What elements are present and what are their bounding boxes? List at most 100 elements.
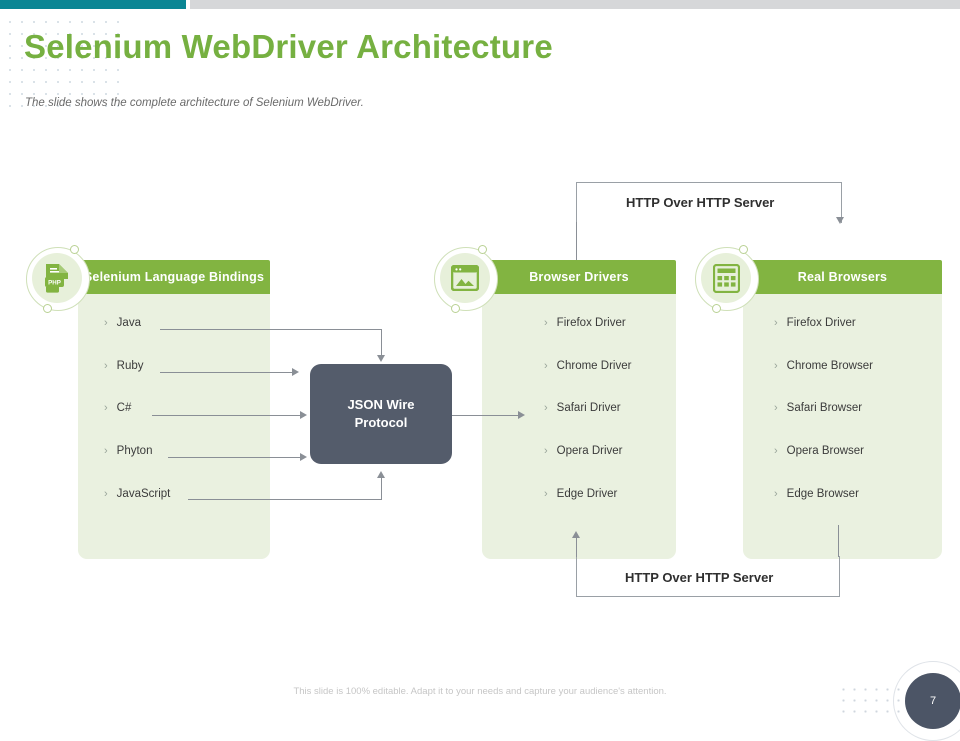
list-item[interactable]: › Opera Driver: [482, 430, 676, 473]
badge-nub: [712, 304, 721, 313]
http-bracket-top-arrow-icon: [836, 217, 844, 224]
chevron-right-icon: ›: [544, 317, 548, 330]
json-wire-protocol-line2: Protocol: [354, 415, 408, 430]
browser-window-icon: [451, 265, 479, 291]
chevron-right-icon: ›: [774, 445, 778, 458]
chevron-right-icon: ›: [104, 402, 108, 415]
connector-csharp-arrow-icon: [300, 410, 307, 419]
connector-csharp-horizontal: [152, 415, 301, 416]
json-wire-protocol-node[interactable]: JSON Wire Protocol: [310, 364, 452, 464]
chevron-right-icon: ›: [774, 402, 778, 415]
list-item-label: Safari Browser: [786, 402, 863, 415]
php-file-icon: PHP: [45, 264, 68, 293]
chevron-right-icon: ›: [104, 317, 108, 330]
http-bracket-bottom-arrow-icon: [572, 531, 580, 538]
card2-header: Browser Drivers: [482, 260, 676, 294]
card-browser-drivers: Browser Drivers › Firefox Driver › Chrom…: [482, 260, 676, 559]
chevron-right-icon: ›: [544, 402, 548, 415]
card-selenium-language-bindings: Selenium Language Bindings › Java › Ruby…: [78, 260, 270, 559]
http-bracket-bottom: [576, 556, 840, 597]
chevron-right-icon: ›: [544, 487, 548, 500]
badge-nub: [739, 245, 748, 254]
connector-phyton-horizontal: [168, 457, 301, 458]
chevron-right-icon: ›: [774, 317, 778, 330]
calculator-grid-icon: [712, 263, 740, 293]
chevron-right-icon: ›: [544, 445, 548, 458]
list-item-label: Phyton: [116, 445, 153, 458]
list-item[interactable]: › Edge Driver: [482, 472, 676, 515]
chevron-right-icon: ›: [774, 359, 778, 372]
list-item-label: Opera Driver: [556, 445, 623, 458]
list-item-label: Edge Driver: [556, 487, 618, 500]
connector-javascript-horizontal: [188, 499, 382, 500]
list-item-label: Edge Browser: [786, 487, 859, 500]
card1-icon-badge: PHP: [26, 245, 90, 313]
connector-ruby-horizontal: [160, 372, 293, 373]
card3-header-label: Real Browsers: [797, 270, 888, 284]
badge-disc: [440, 253, 490, 303]
card2-icon-badge: [434, 245, 498, 313]
list-item-label: Firefox Driver: [786, 317, 856, 330]
card2-body: › Firefox Driver › Chrome Driver › Safar…: [482, 294, 676, 559]
card1-header: Selenium Language Bindings: [78, 260, 270, 294]
chevron-right-icon: ›: [104, 445, 108, 458]
page-number-badge: 7: [905, 673, 960, 729]
list-item-label: Chrome Browser: [786, 359, 873, 372]
badge-disc: [701, 253, 751, 303]
chevron-right-icon: ›: [104, 487, 108, 500]
card3-icon-badge: [695, 245, 759, 313]
card1-header-label: Selenium Language Bindings: [83, 270, 265, 284]
card2-header-label: Browser Drivers: [529, 270, 629, 284]
http-label-bottom: HTTP Over HTTP Server: [617, 570, 782, 585]
connector-json-to-drivers: [452, 415, 522, 416]
card1-body: › Java › Ruby › C# › Phyton › JavaScript: [78, 294, 270, 559]
footer-note: This slide is 100% editable. Adapt it to…: [293, 686, 667, 697]
list-item[interactable]: › Java: [78, 302, 270, 345]
top-accent-bar-gray: [190, 0, 960, 9]
connector-java-vertical: [381, 329, 382, 356]
card3-body: › Firefox Driver › Chrome Browser › Safa…: [743, 294, 942, 559]
http-bracket-top-left-leg: [576, 222, 577, 260]
card3-header: Real Browsers: [743, 260, 942, 294]
connector-javascript-arrow-icon: [377, 471, 385, 478]
top-accent-bar-teal: [0, 0, 186, 9]
svg-text:PHP: PHP: [48, 279, 61, 286]
list-item[interactable]: › JavaScript: [78, 472, 270, 515]
list-item[interactable]: › Chrome Browser: [743, 345, 942, 388]
list-item[interactable]: › Edge Browser: [743, 472, 942, 515]
connector-java-horizontal: [160, 329, 382, 330]
http-bracket-bottom-right-leg: [838, 525, 839, 557]
list-item[interactable]: › Firefox Driver: [743, 302, 942, 345]
list-item[interactable]: › Firefox Driver: [482, 302, 676, 345]
card-real-browsers: Real Browsers › Firefox Driver › Chrome …: [743, 260, 942, 559]
list-item[interactable]: › C#: [78, 387, 270, 430]
list-item[interactable]: › Safari Browser: [743, 387, 942, 430]
list-item[interactable]: › Opera Browser: [743, 430, 942, 473]
badge-nub: [43, 304, 52, 313]
list-item[interactable]: › Phyton: [78, 430, 270, 473]
list-item[interactable]: › Ruby: [78, 345, 270, 388]
list-item[interactable]: › Safari Driver: [482, 387, 676, 430]
list-item-label: Java: [116, 317, 141, 330]
badge-disc: PHP: [32, 253, 82, 303]
http-bracket-top: [576, 182, 842, 223]
http-bracket-bottom-left-leg: [576, 538, 577, 557]
list-item-label: Firefox Driver: [556, 317, 626, 330]
badge-nub: [451, 304, 460, 313]
page-title: Selenium WebDriver Architecture: [24, 28, 553, 65]
list-item-label: Ruby: [116, 359, 144, 372]
connector-javascript-vertical: [381, 478, 382, 500]
list-item-label: C#: [116, 402, 132, 415]
http-label-top: HTTP Over HTTP Server: [618, 195, 783, 210]
list-item-label: Opera Browser: [786, 445, 865, 458]
list-item-label: Safari Driver: [556, 402, 621, 415]
chevron-right-icon: ›: [774, 487, 778, 500]
dot-pattern-top-left: [4, 16, 124, 108]
connector-ruby-arrow-icon: [292, 367, 299, 376]
connector-json-to-drivers-arrow-icon: [518, 410, 525, 419]
badge-nub: [70, 245, 79, 254]
chevron-right-icon: ›: [544, 359, 548, 372]
json-wire-protocol-line1: JSON Wire: [347, 397, 415, 413]
list-item-label: Chrome Driver: [556, 359, 632, 372]
list-item[interactable]: › Chrome Driver: [482, 345, 676, 388]
